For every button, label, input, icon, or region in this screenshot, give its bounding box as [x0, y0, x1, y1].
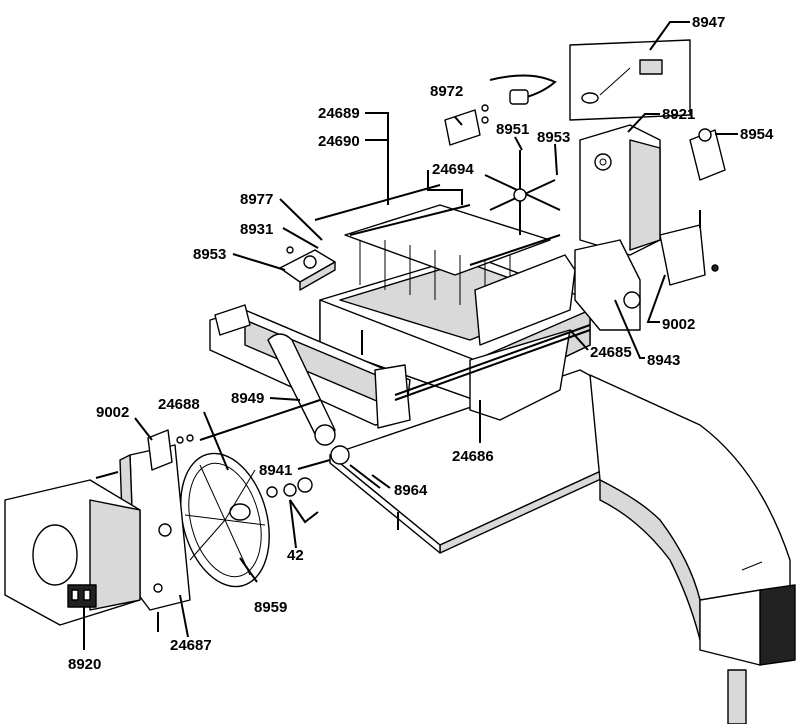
- label-8920: 8920: [68, 656, 101, 673]
- label-8949: 8949: [231, 390, 264, 407]
- part-labels: 8947 8972 8921 8954 24689 24690 8951 895…: [68, 14, 774, 673]
- label-8953-right: 8953: [537, 129, 570, 146]
- screws: [95, 210, 701, 632]
- label-8954: 8954: [740, 126, 774, 143]
- grid-assembly: [314, 184, 576, 346]
- right-bracket: [574, 224, 719, 331]
- label-24687: 24687: [170, 637, 212, 654]
- label-8921: 8921: [662, 106, 695, 123]
- label-8951: 8951: [496, 121, 529, 138]
- shaft: [394, 324, 591, 401]
- label-24694: 24694: [432, 161, 474, 178]
- switch-9002-left: [147, 429, 194, 471]
- agitator: [484, 150, 561, 235]
- label-24689: 24689: [318, 105, 360, 122]
- label-8941: 8941: [259, 462, 292, 479]
- washers: [266, 477, 313, 498]
- label-9002-right: 9002: [662, 316, 695, 333]
- switch-inset: [569, 39, 691, 121]
- gear-motor-box: [579, 124, 661, 256]
- pulley-wheel: [180, 452, 270, 588]
- label-24688: 24688: [158, 396, 200, 413]
- label-24685: 24685: [590, 344, 632, 361]
- label-8953-left: 8953: [193, 246, 226, 263]
- label-24686: 24686: [452, 448, 494, 465]
- label-8972: 8972: [430, 83, 463, 100]
- lever-arm: [267, 333, 350, 465]
- hose: [489, 74, 557, 105]
- label-8931: 8931: [240, 221, 273, 238]
- bracket-8954: [689, 128, 726, 181]
- label-8964: 8964: [394, 482, 428, 499]
- bearing-block-left: [279, 246, 336, 291]
- motor-8920: [4, 479, 141, 626]
- label-9002-left: 9002: [96, 404, 129, 421]
- label-42: 42: [287, 547, 304, 564]
- label-8977: 8977: [240, 191, 273, 208]
- leader-lines: [83, 21, 738, 650]
- label-8947: 8947: [692, 14, 725, 31]
- cabinet-side-panel: [589, 374, 796, 724]
- clip-8972: [444, 104, 489, 146]
- drive-rod: [199, 399, 321, 441]
- label-8943: 8943: [647, 352, 680, 369]
- label-24690: 24690: [318, 133, 360, 150]
- label-8959: 8959: [254, 599, 287, 616]
